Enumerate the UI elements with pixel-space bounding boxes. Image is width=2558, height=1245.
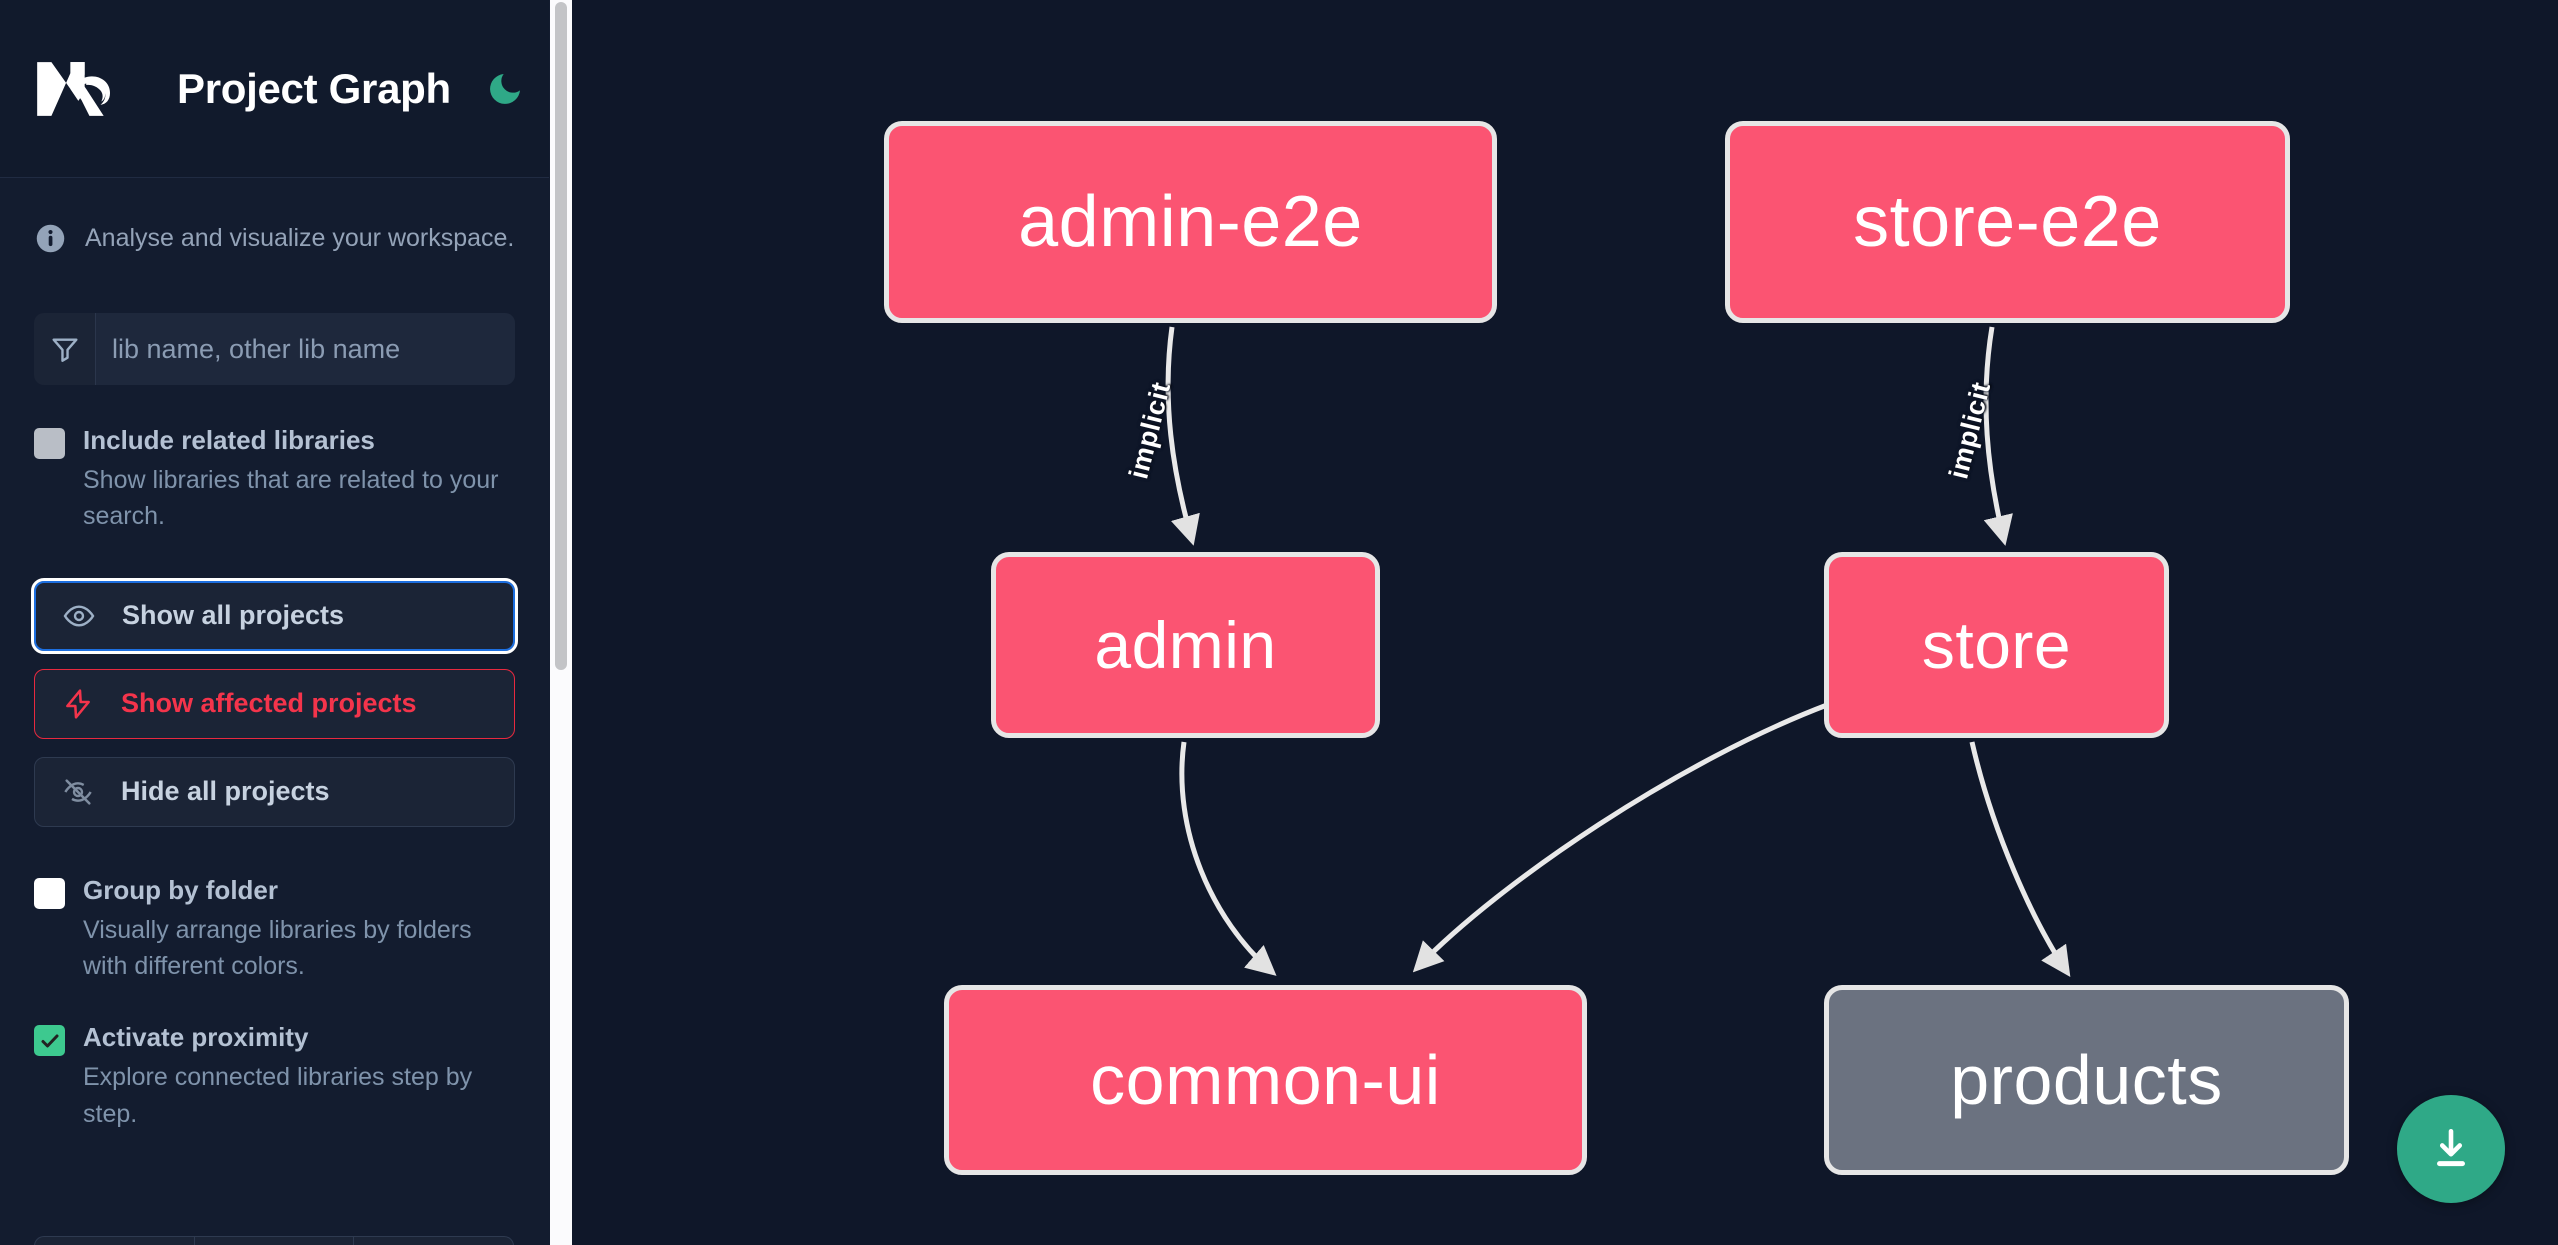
show-all-projects-label: Show all projects [122, 600, 345, 631]
project-visibility-buttons: Show all projects Show affected projects [31, 577, 518, 827]
graph-node-products[interactable]: products [1824, 985, 2349, 1175]
option-description: Show libraries that are related to your … [83, 466, 499, 531]
moon-icon[interactable] [485, 66, 525, 112]
show-all-projects-button[interactable]: Show all projects [31, 577, 518, 654]
option-title: Include related libraries [83, 425, 375, 455]
tagline: Analyse and visualize your workspace. [0, 178, 549, 255]
page-title: Project Graph [177, 64, 451, 112]
option-description: Visually arrange libraries by folders wi… [83, 915, 472, 980]
download-graph-button[interactable] [2397, 1095, 2505, 1203]
option-text-group: Include related libraries Show libraries… [83, 423, 503, 535]
graph-canvas[interactable]: admin-e2e store-e2e admin store common-u… [572, 0, 2558, 1245]
graph-node-common-ui[interactable]: common-ui [944, 985, 1587, 1175]
node-label: store [1921, 608, 2072, 682]
node-label: products [1950, 1041, 2223, 1119]
option-group-by-folder[interactable]: Group by folder Visually arrange librari… [0, 827, 549, 985]
sidebar-content: Project Graph Analyse and visualize your… [0, 0, 549, 1245]
hide-all-projects-button[interactable]: Hide all projects [34, 756, 515, 827]
nx-logo [34, 58, 129, 120]
sidebar-scrollbar-thumb[interactable] [555, 2, 567, 670]
segment-1[interactable] [34, 1236, 194, 1245]
sidebar: Project Graph Analyse and visualize your… [0, 0, 572, 1245]
graph-node-admin-e2e[interactable]: admin-e2e [884, 121, 1497, 323]
eye-off-icon [61, 775, 95, 809]
graph-node-store[interactable]: store [1824, 552, 2169, 738]
option-include-related-libraries[interactable]: Include related libraries Show libraries… [0, 385, 549, 535]
node-label: admin [1094, 608, 1277, 682]
option-title: Group by folder [83, 874, 278, 905]
eye-icon [62, 599, 96, 633]
tagline-text: Analyse and visualize your workspace. [85, 224, 515, 252]
include-related-libraries-checkbox[interactable] [34, 428, 65, 459]
node-label: store-e2e [1853, 182, 2162, 262]
search-input[interactable] [96, 313, 515, 385]
filter-funnel-icon [34, 313, 96, 385]
segment-3[interactable] [353, 1236, 515, 1245]
option-text-group: Activate proximity Explore connected lib… [83, 1020, 503, 1132]
node-label: admin-e2e [1018, 182, 1363, 262]
option-activate-proximity[interactable]: Activate proximity Explore connected lib… [0, 984, 549, 1132]
segment-2[interactable] [193, 1236, 354, 1245]
graph-node-admin[interactable]: admin [991, 552, 1380, 738]
edge-store-to-common-ui [1412, 702, 1828, 973]
download-icon [2437, 1129, 2465, 1167]
show-affected-projects-button[interactable]: Show affected projects [34, 668, 515, 739]
edge-store-e2e-to-store [1983, 326, 2013, 546]
info-circle-icon [34, 222, 67, 255]
bottom-segmented-control[interactable] [34, 1236, 515, 1245]
edge-admin-e2e-to-admin [1165, 326, 1200, 546]
graph-edges [1165, 326, 2071, 977]
activate-proximity-checkbox[interactable] [34, 1025, 65, 1057]
group-by-folder-checkbox[interactable] [34, 877, 65, 909]
sidebar-scrollbar[interactable] [550, 0, 572, 1245]
option-title: Activate proximity [83, 1022, 309, 1053]
hide-all-projects-label: Hide all projects [121, 776, 330, 807]
edge-admin-to-common-ui [1179, 741, 1277, 976]
search-field[interactable] [34, 313, 515, 385]
option-description: Explore connected libraries step by step… [83, 1063, 473, 1128]
node-label: common-ui [1090, 1041, 1441, 1119]
lightning-bolt-icon [61, 687, 95, 721]
graph-node-store-e2e[interactable]: store-e2e [1725, 121, 2290, 323]
sidebar-header: Project Graph [0, 0, 549, 178]
show-affected-projects-label: Show affected projects [121, 688, 417, 719]
option-text-group: Group by folder Visually arrange librari… [83, 873, 503, 985]
edge-store-to-products [1969, 741, 2071, 977]
